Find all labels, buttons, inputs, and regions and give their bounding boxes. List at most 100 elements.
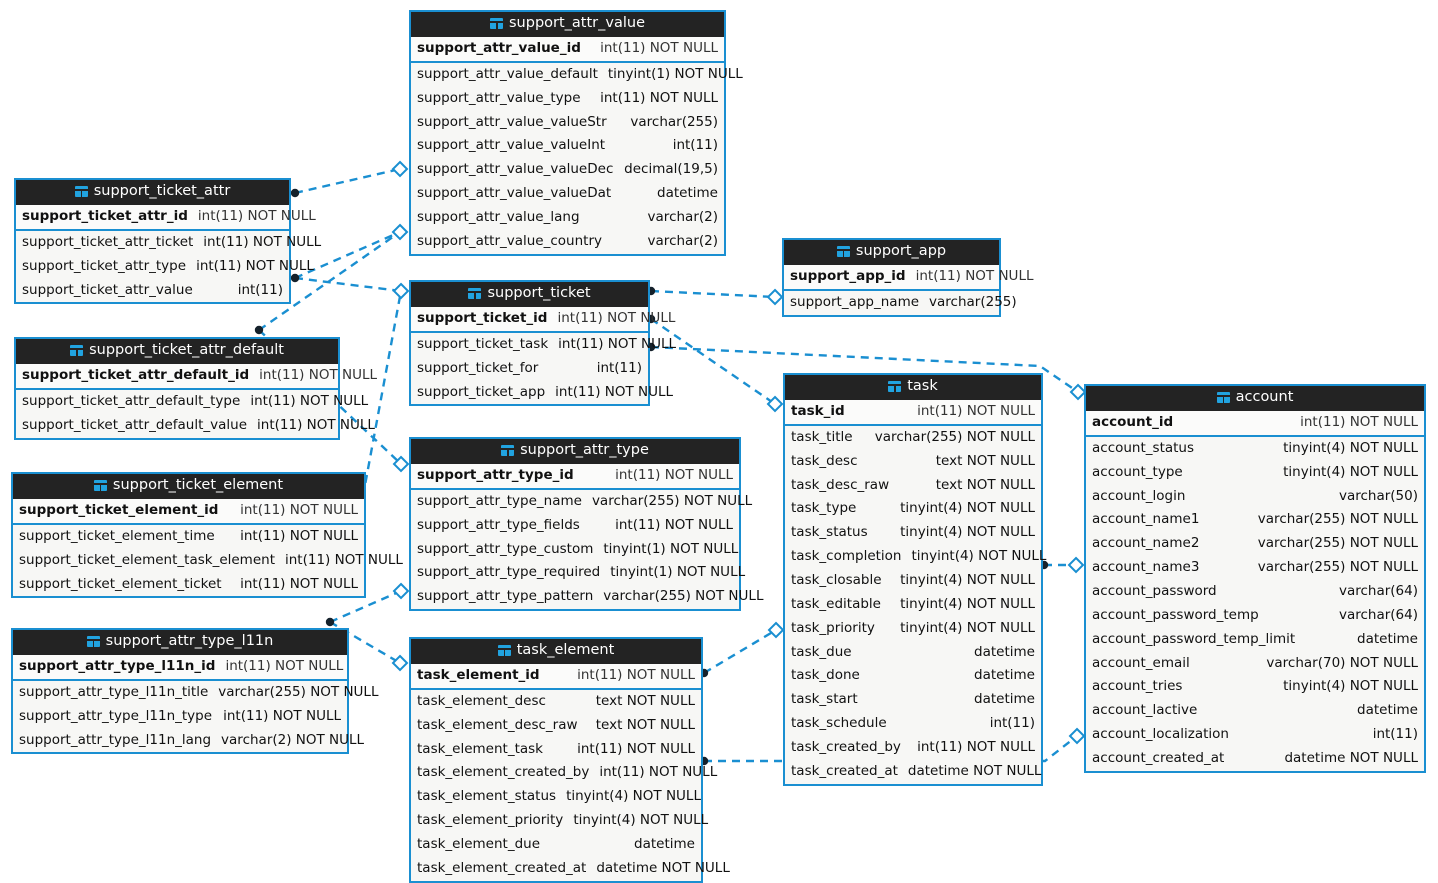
- field-name: task_start: [791, 691, 858, 708]
- field-row[interactable]: support_attr_value_valueStr varchar(255): [411, 111, 724, 135]
- entity-title-bar: support_attr_type: [411, 439, 739, 464]
- entity-table-support_ticket_element[interactable]: support_ticket_element support_ticket_el…: [11, 472, 403, 599]
- entity-name: support_ticket: [487, 285, 591, 301]
- field-name: support_attr_value_valueStr: [417, 113, 607, 130]
- field-name: support_attr_type_pattern: [417, 588, 594, 605]
- entity-table-support_attr_value[interactable]: support_attr_value support_attr_value_id…: [409, 10, 743, 256]
- entity-table-support_ticket_attr[interactable]: support_ticket_attr support_ticket_attr_…: [14, 178, 321, 305]
- field-type: varchar(255): [630, 113, 718, 130]
- field-type: text NOT NULL: [935, 476, 1035, 493]
- relationship-target-diamond: [392, 455, 410, 473]
- field-type: datetime: [974, 643, 1035, 660]
- field-type: int(11) NOT NULL: [615, 516, 733, 533]
- entity-table-support_ticket_attr_default[interactable]: support_ticket_attr_default support_tick…: [14, 337, 377, 440]
- field-type: int(11) NOT NULL: [555, 383, 674, 400]
- entity-table-support_attr_type_l11n[interactable]: support_attr_type_l11n support_attr_type…: [11, 628, 378, 755]
- field-type: int(11) NOT NULL: [250, 392, 369, 409]
